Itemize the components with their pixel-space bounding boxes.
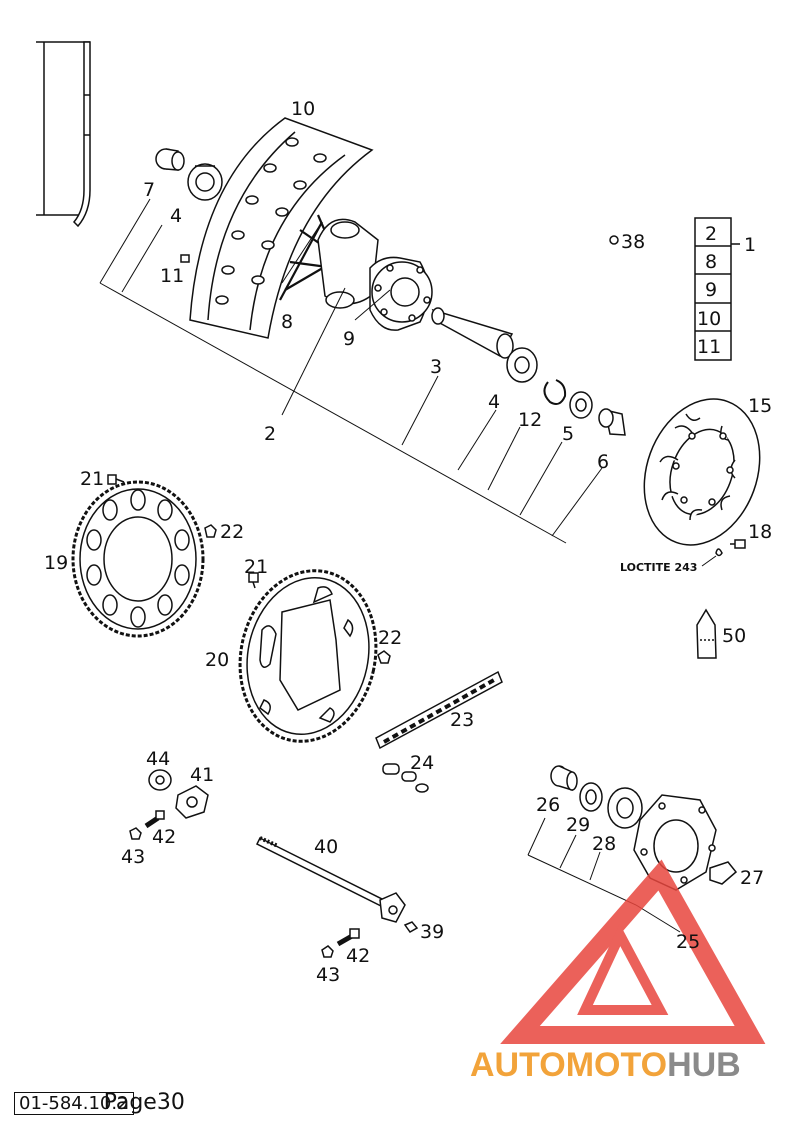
- label-28: 28: [592, 833, 616, 855]
- label-50: 50: [722, 625, 746, 647]
- shaft-seal: [569, 391, 593, 419]
- watermark-logo: [500, 859, 766, 1044]
- carrier-bearing: [607, 787, 643, 829]
- leader-lines: [99, 198, 681, 933]
- rear-sprocket-aluminum: [71, 480, 205, 638]
- label-22-upper: 22: [220, 521, 244, 543]
- carrier-seal: [579, 782, 603, 812]
- label-22-lower: 22: [378, 627, 402, 649]
- label-25: 25: [676, 931, 700, 953]
- kit-label-10: 10: [697, 308, 721, 330]
- adjuster-nut-lower: [321, 945, 334, 958]
- kit-bracket: [694, 217, 740, 361]
- page-footer: 01-584.10.2Page30: [14, 1090, 185, 1115]
- sprocket-bolt-lower: [248, 572, 259, 589]
- spoke-reference: [36, 41, 91, 228]
- label-27: 27: [740, 867, 764, 889]
- rear-sprocket-steel: [238, 569, 378, 743]
- label-44: 44: [146, 748, 170, 770]
- document-code: 01-584.10.2: [14, 1092, 134, 1115]
- circlip: [543, 379, 567, 405]
- label-19: 19: [44, 552, 68, 574]
- distance-bushing: [598, 408, 626, 436]
- axle-cap-39: [403, 921, 419, 933]
- disc-bolt: [730, 539, 746, 549]
- watermark-text: AUTOMOTOHUB: [470, 1046, 741, 1084]
- label-12: 12: [518, 409, 542, 431]
- loctite-tube: [696, 608, 717, 659]
- label-7: 7: [143, 179, 155, 201]
- small-screw-38: [609, 235, 619, 245]
- label-10: 10: [291, 98, 315, 120]
- label-21-upper: 21: [80, 468, 104, 490]
- sprocket-carrier: [633, 794, 717, 891]
- label-43-lower: 43: [316, 964, 340, 986]
- hub: [317, 218, 433, 331]
- kit-label-11: 11: [697, 336, 721, 358]
- chain-connecting-link: [382, 763, 429, 793]
- label-38: 38: [621, 231, 645, 253]
- label-21-lower: 21: [244, 556, 268, 578]
- label-6: 6: [597, 451, 609, 473]
- wheel-bearing-left: [187, 163, 223, 201]
- valve-screw: [180, 254, 190, 263]
- label-15: 15: [748, 395, 772, 417]
- chain-slider-roller: [148, 769, 172, 791]
- spacer-bushing: [155, 148, 185, 171]
- rim: [189, 117, 374, 339]
- kit-label-9: 9: [705, 279, 717, 301]
- label-5: 5: [562, 423, 574, 445]
- kit-label-8: 8: [705, 251, 717, 273]
- part-labels: 10 7 4 11 8 9 2 3 4 12 5 6 38 2 8 9 10 1…: [44, 98, 772, 986]
- spacer-tube: [431, 307, 514, 359]
- label-39: 39: [420, 921, 444, 943]
- label-9: 9: [343, 328, 355, 350]
- sprocket-nut-lower: [377, 650, 391, 664]
- carrier-bushing: [550, 765, 578, 792]
- label-26: 26: [536, 794, 560, 816]
- label-23: 23: [450, 709, 474, 731]
- label-42-lower: 42: [346, 945, 370, 967]
- label-42-upper: 42: [152, 826, 176, 848]
- label-2: 2: [264, 423, 276, 445]
- label-18: 18: [748, 521, 772, 543]
- loctite-drop: [715, 548, 723, 557]
- kit-label-2: 2: [705, 223, 717, 245]
- label-41: 41: [190, 764, 214, 786]
- watermark-text-part2: HUB: [667, 1046, 741, 1084]
- chain-adjuster-block: [175, 785, 209, 819]
- label-4: 4: [170, 205, 182, 227]
- label-3: 3: [430, 356, 442, 378]
- drive-chain: [375, 670, 503, 750]
- label-43-upper: 43: [121, 846, 145, 868]
- label-8: 8: [281, 311, 293, 333]
- label-29: 29: [566, 814, 590, 836]
- watermark-text-part1: AUTOMOTO: [470, 1046, 667, 1084]
- sprocket-nut-upper: [204, 524, 217, 538]
- label-24: 24: [410, 752, 434, 774]
- brake-disc: [643, 398, 761, 546]
- sprocket-bolt-upper: [107, 474, 125, 485]
- page-number: Page30: [103, 1090, 185, 1115]
- wheel-axle: [255, 836, 406, 923]
- label-40: 40: [314, 836, 338, 858]
- label-20: 20: [205, 649, 229, 671]
- adjuster-screw-lower: [336, 928, 360, 947]
- label-11: 11: [160, 265, 184, 287]
- label-1: 1: [744, 234, 756, 256]
- wheel-bearing-right: [506, 347, 538, 383]
- loctite-note: LOCTITE 243: [620, 561, 697, 574]
- adjuster-nut-upper: [129, 827, 142, 840]
- label-4-right: 4: [488, 391, 500, 413]
- carrier-damper: [709, 861, 738, 885]
- adjuster-screw-upper: [144, 810, 165, 829]
